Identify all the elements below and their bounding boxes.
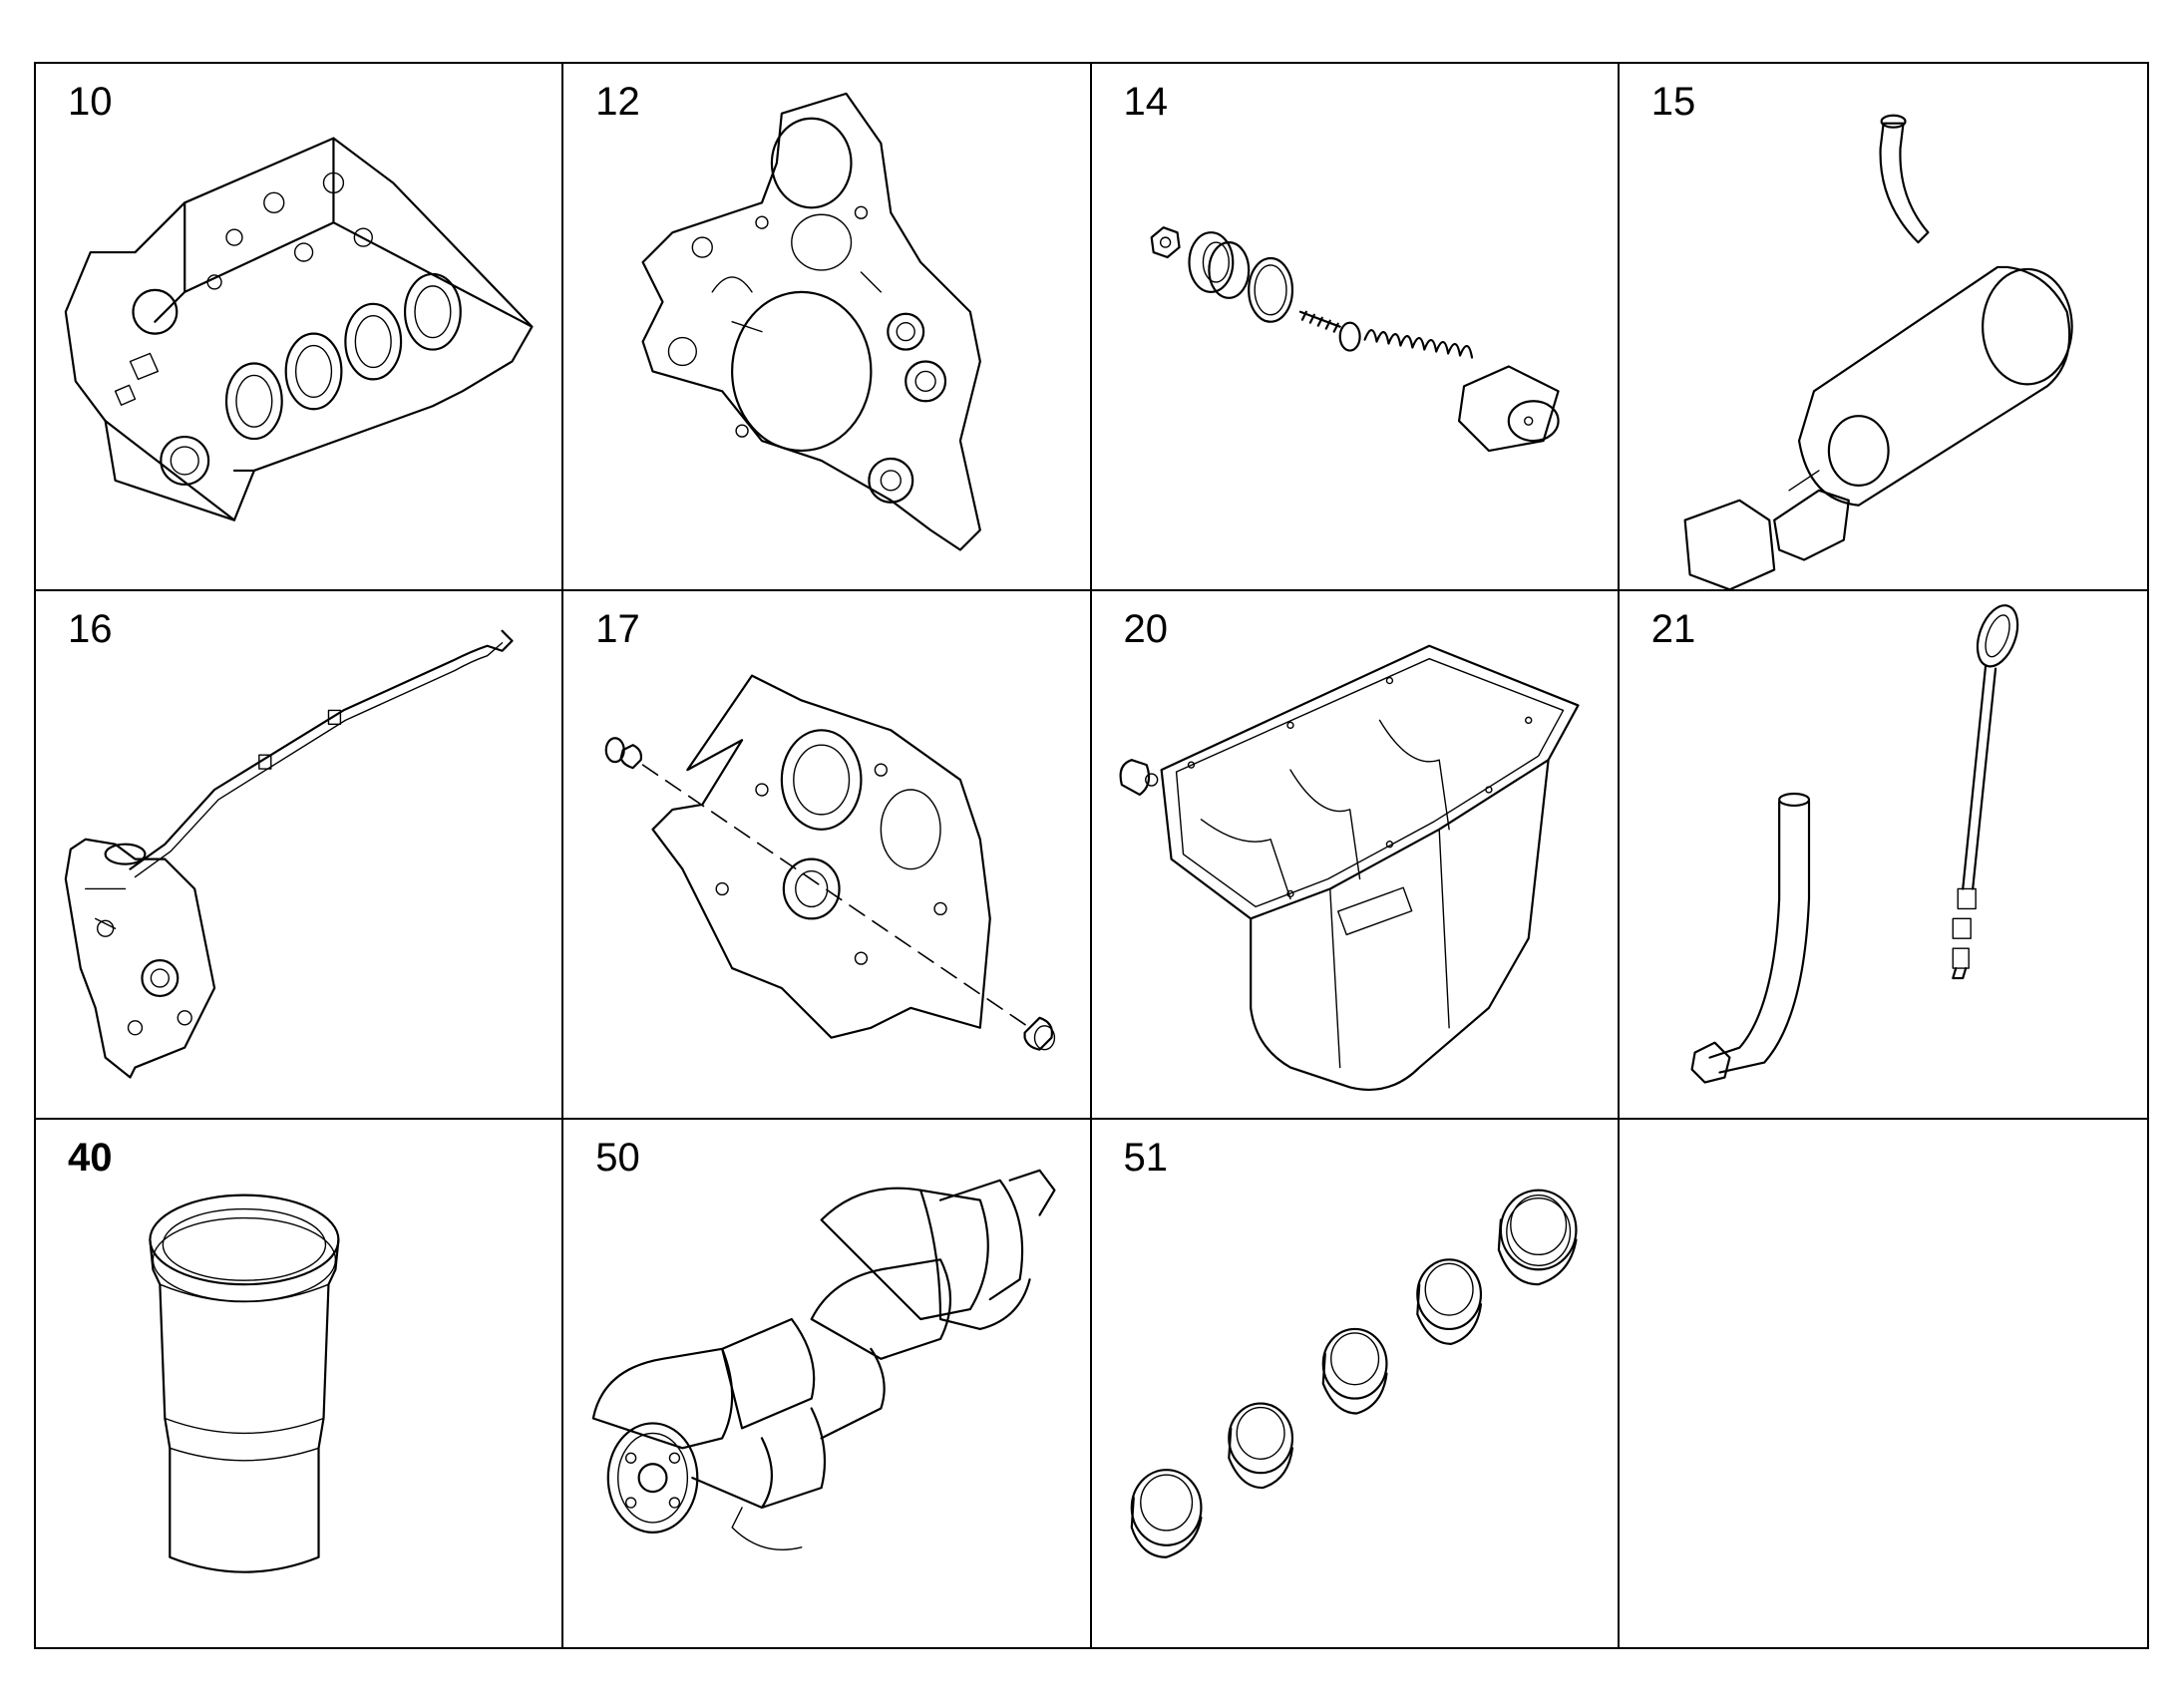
part-number: 10: [68, 80, 113, 124]
part-number: 16: [68, 607, 113, 652]
part-number: 15: [1650, 80, 1696, 124]
oil-pump-illustration: [64, 630, 514, 1079]
part-cell-21[interactable]: 21: [1619, 591, 2147, 1120]
pressure-valve-illustration: [1150, 226, 1560, 453]
part-number: 40: [68, 1135, 113, 1180]
part-number: 12: [595, 80, 640, 124]
part-number: 21: [1650, 607, 1696, 652]
part-cell-50[interactable]: 50: [563, 1119, 1092, 1647]
crankshaft-illustration: [592, 1169, 1056, 1550]
part-cell-14[interactable]: 14: [1091, 64, 1620, 592]
breather-pipe-illustration: [1683, 114, 2073, 590]
part-cell-51[interactable]: 51: [1092, 1119, 1620, 1647]
empty-cell: [1620, 1120, 2147, 1647]
part-cell-10[interactable]: 10: [36, 64, 564, 592]
dipstick-and-tube-illustration: [1690, 604, 2018, 1084]
part-number: 20: [1123, 607, 1169, 652]
part-number: 17: [595, 607, 640, 652]
part-number: 51: [1123, 1135, 1169, 1180]
part-cell-17[interactable]: 17: [563, 591, 1092, 1120]
part-cell-12[interactable]: 12: [563, 64, 1092, 592]
part-cell-16[interactable]: 16: [36, 591, 564, 1120]
parts-grid: 10 12: [34, 62, 2149, 1649]
part-number: 14: [1123, 80, 1169, 124]
timing-cover-illustration: [641, 92, 982, 551]
housing-with-plugs-illustration: [604, 674, 1056, 1052]
bearing-shells-illustration: [1130, 1189, 1578, 1558]
part-cell-15[interactable]: 15: [1619, 64, 2147, 592]
oil-pan-illustration: [1119, 644, 1580, 1092]
cylinder-liner-illustration: [149, 1194, 340, 1573]
part-cell-40[interactable]: 40: [36, 1119, 564, 1647]
engine-block-illustration: [64, 137, 534, 521]
part-cell-20[interactable]: 20: [1091, 591, 1620, 1120]
part-number: 50: [595, 1135, 640, 1180]
